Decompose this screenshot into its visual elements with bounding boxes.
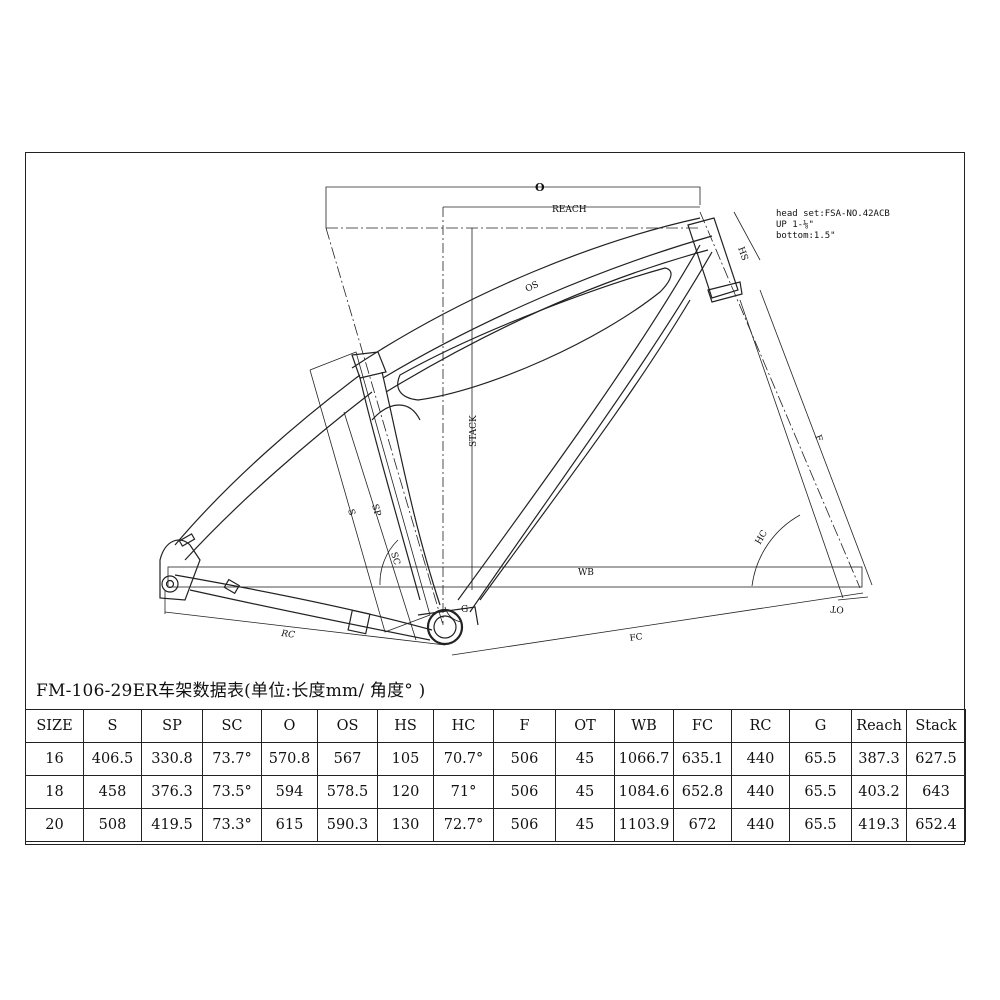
- column-header-hs: HS: [377, 709, 434, 743]
- table-cell: 458: [83, 775, 142, 809]
- column-header-o: O: [261, 709, 318, 743]
- table-cell: 1084.6: [614, 775, 674, 809]
- table-cell: 45: [555, 775, 615, 809]
- label-o: O: [535, 181, 545, 194]
- label-reach: REACH: [552, 205, 587, 215]
- table-cell: 635.1: [673, 742, 732, 776]
- column-header-s: S: [83, 709, 142, 743]
- table-cell: 18: [25, 775, 84, 809]
- label-hc: HC: [754, 529, 770, 547]
- table-cell: 73.7°: [202, 742, 262, 776]
- frame-tubes: [159, 217, 743, 646]
- table-cell: 20: [25, 808, 84, 842]
- dimension-lines: [164, 186, 873, 656]
- table-cell: 16: [25, 742, 84, 776]
- label-ot: OT: [830, 603, 844, 614]
- column-header-os: OS: [317, 709, 378, 743]
- column-header-f: F: [493, 709, 556, 743]
- table-cell: 376.3: [141, 775, 203, 809]
- dimension-labels: O REACH STACK OS HS F HC WB S SP SC G RC…: [280, 181, 845, 644]
- table-cell: 440: [731, 742, 790, 776]
- table-cell: 578.5: [317, 775, 378, 809]
- label-stack: STACK: [469, 415, 479, 447]
- table-cell: 65.5: [789, 808, 852, 842]
- column-header-fc: FC: [673, 709, 732, 743]
- table-title: FM-106-29ER车架数据表(单位:长度mm/ 角度° ): [36, 681, 426, 701]
- table-cell: 406.5: [83, 742, 142, 776]
- table-cell: 105: [377, 742, 434, 776]
- table-cell: 387.3: [851, 742, 907, 776]
- table-cell: 643: [906, 775, 966, 809]
- column-header-stack: Stack: [906, 709, 966, 743]
- table-cell: 652.8: [673, 775, 732, 809]
- table-cell: 45: [555, 808, 615, 842]
- table-cell: 73.5°: [202, 775, 262, 809]
- label-g: G: [461, 605, 468, 615]
- table-cell: 440: [731, 808, 790, 842]
- label-os: OS: [524, 280, 541, 295]
- diagram-frame: [25, 152, 965, 845]
- table-cell: 672: [673, 808, 732, 842]
- table-cell: 652.4: [906, 808, 966, 842]
- label-wb: WB: [578, 568, 594, 578]
- table-cell: 419.3: [851, 808, 907, 842]
- table-cell: 590.3: [317, 808, 378, 842]
- table-cell: 403.2: [851, 775, 907, 809]
- label-s: S: [345, 508, 356, 517]
- table-cell: 70.7°: [433, 742, 494, 776]
- table-cell: 73.3°: [202, 808, 262, 842]
- table-cell: 506: [493, 775, 556, 809]
- column-header-sc: SC: [202, 709, 262, 743]
- column-header-wb: WB: [614, 709, 674, 743]
- table-cell: 567: [317, 742, 378, 776]
- label-sc: SC: [388, 551, 401, 566]
- label-fc: FC: [629, 632, 644, 644]
- column-header-sp: SP: [141, 709, 203, 743]
- label-f: F: [812, 434, 824, 443]
- label-hs: HS: [735, 246, 749, 263]
- column-header-hc: HC: [433, 709, 494, 743]
- table-cell: 506: [493, 742, 556, 776]
- table-cell: 120: [377, 775, 434, 809]
- table-cell: 130: [377, 808, 434, 842]
- table-cell: 594: [261, 775, 318, 809]
- column-header-reach: Reach: [851, 709, 907, 743]
- table-cell: 506: [493, 808, 556, 842]
- table-cell: 570.8: [261, 742, 318, 776]
- table-cell: 330.8: [141, 742, 203, 776]
- label-sp: SP: [369, 503, 382, 518]
- headset-note-line1: head set:FSA-NO.42ACB: [776, 209, 890, 219]
- headset-note: head set:FSA-NO.42ACB UP 1-⅛" bottom:1.5…: [776, 209, 890, 241]
- table-cell: 71°: [433, 775, 494, 809]
- table-cell: 1103.9: [614, 808, 674, 842]
- table-cell: 627.5: [906, 742, 966, 776]
- column-header-ot: OT: [555, 709, 615, 743]
- table-cell: 72.7°: [433, 808, 494, 842]
- table-cell: 1066.7: [614, 742, 674, 776]
- table-cell: 45: [555, 742, 615, 776]
- table-cell: 508: [83, 808, 142, 842]
- column-header-rc: RC: [731, 709, 790, 743]
- table-cell: 65.5: [789, 742, 852, 776]
- table-cell: 65.5: [789, 775, 852, 809]
- column-header-g: G: [789, 709, 852, 743]
- headset-note-line3: bottom:1.5": [776, 231, 836, 241]
- table-cell: 615: [261, 808, 318, 842]
- table-cell: 419.5: [141, 808, 203, 842]
- table-cell: 440: [731, 775, 790, 809]
- headset-note-line2: UP 1-⅛": [776, 220, 814, 230]
- column-header-size: SIZE: [25, 709, 84, 743]
- label-rc: RC: [280, 629, 296, 641]
